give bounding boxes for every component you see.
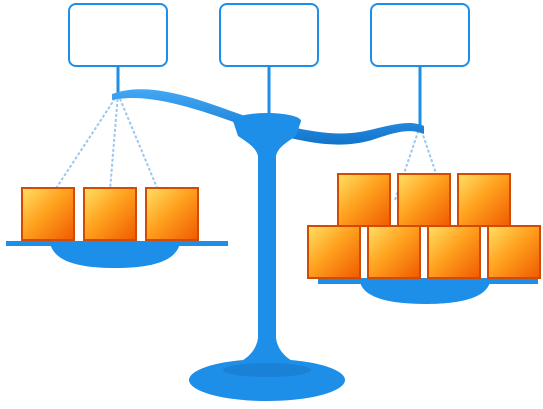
block [397,173,451,227]
left-blocks [21,187,199,241]
label-connectors [116,66,422,126]
block [21,187,75,241]
block [487,225,541,279]
block [337,173,391,227]
scale-beam [112,89,424,145]
scale-base-top [223,363,311,377]
pillar-head [233,121,301,156]
pillar-shaft [258,152,276,348]
left-chains [54,93,159,191]
block [83,187,137,241]
right-blocks-top [337,173,511,227]
block [367,225,421,279]
block [307,225,361,279]
right-pan [318,278,538,304]
block [457,173,511,227]
right-blocks-bottom [307,225,541,279]
block [427,225,481,279]
label-box-left [68,3,168,67]
pillar-foot [232,338,302,366]
label-box-center [219,3,319,67]
block [145,187,199,241]
label-box-right [370,3,470,67]
left-pan [6,241,228,268]
